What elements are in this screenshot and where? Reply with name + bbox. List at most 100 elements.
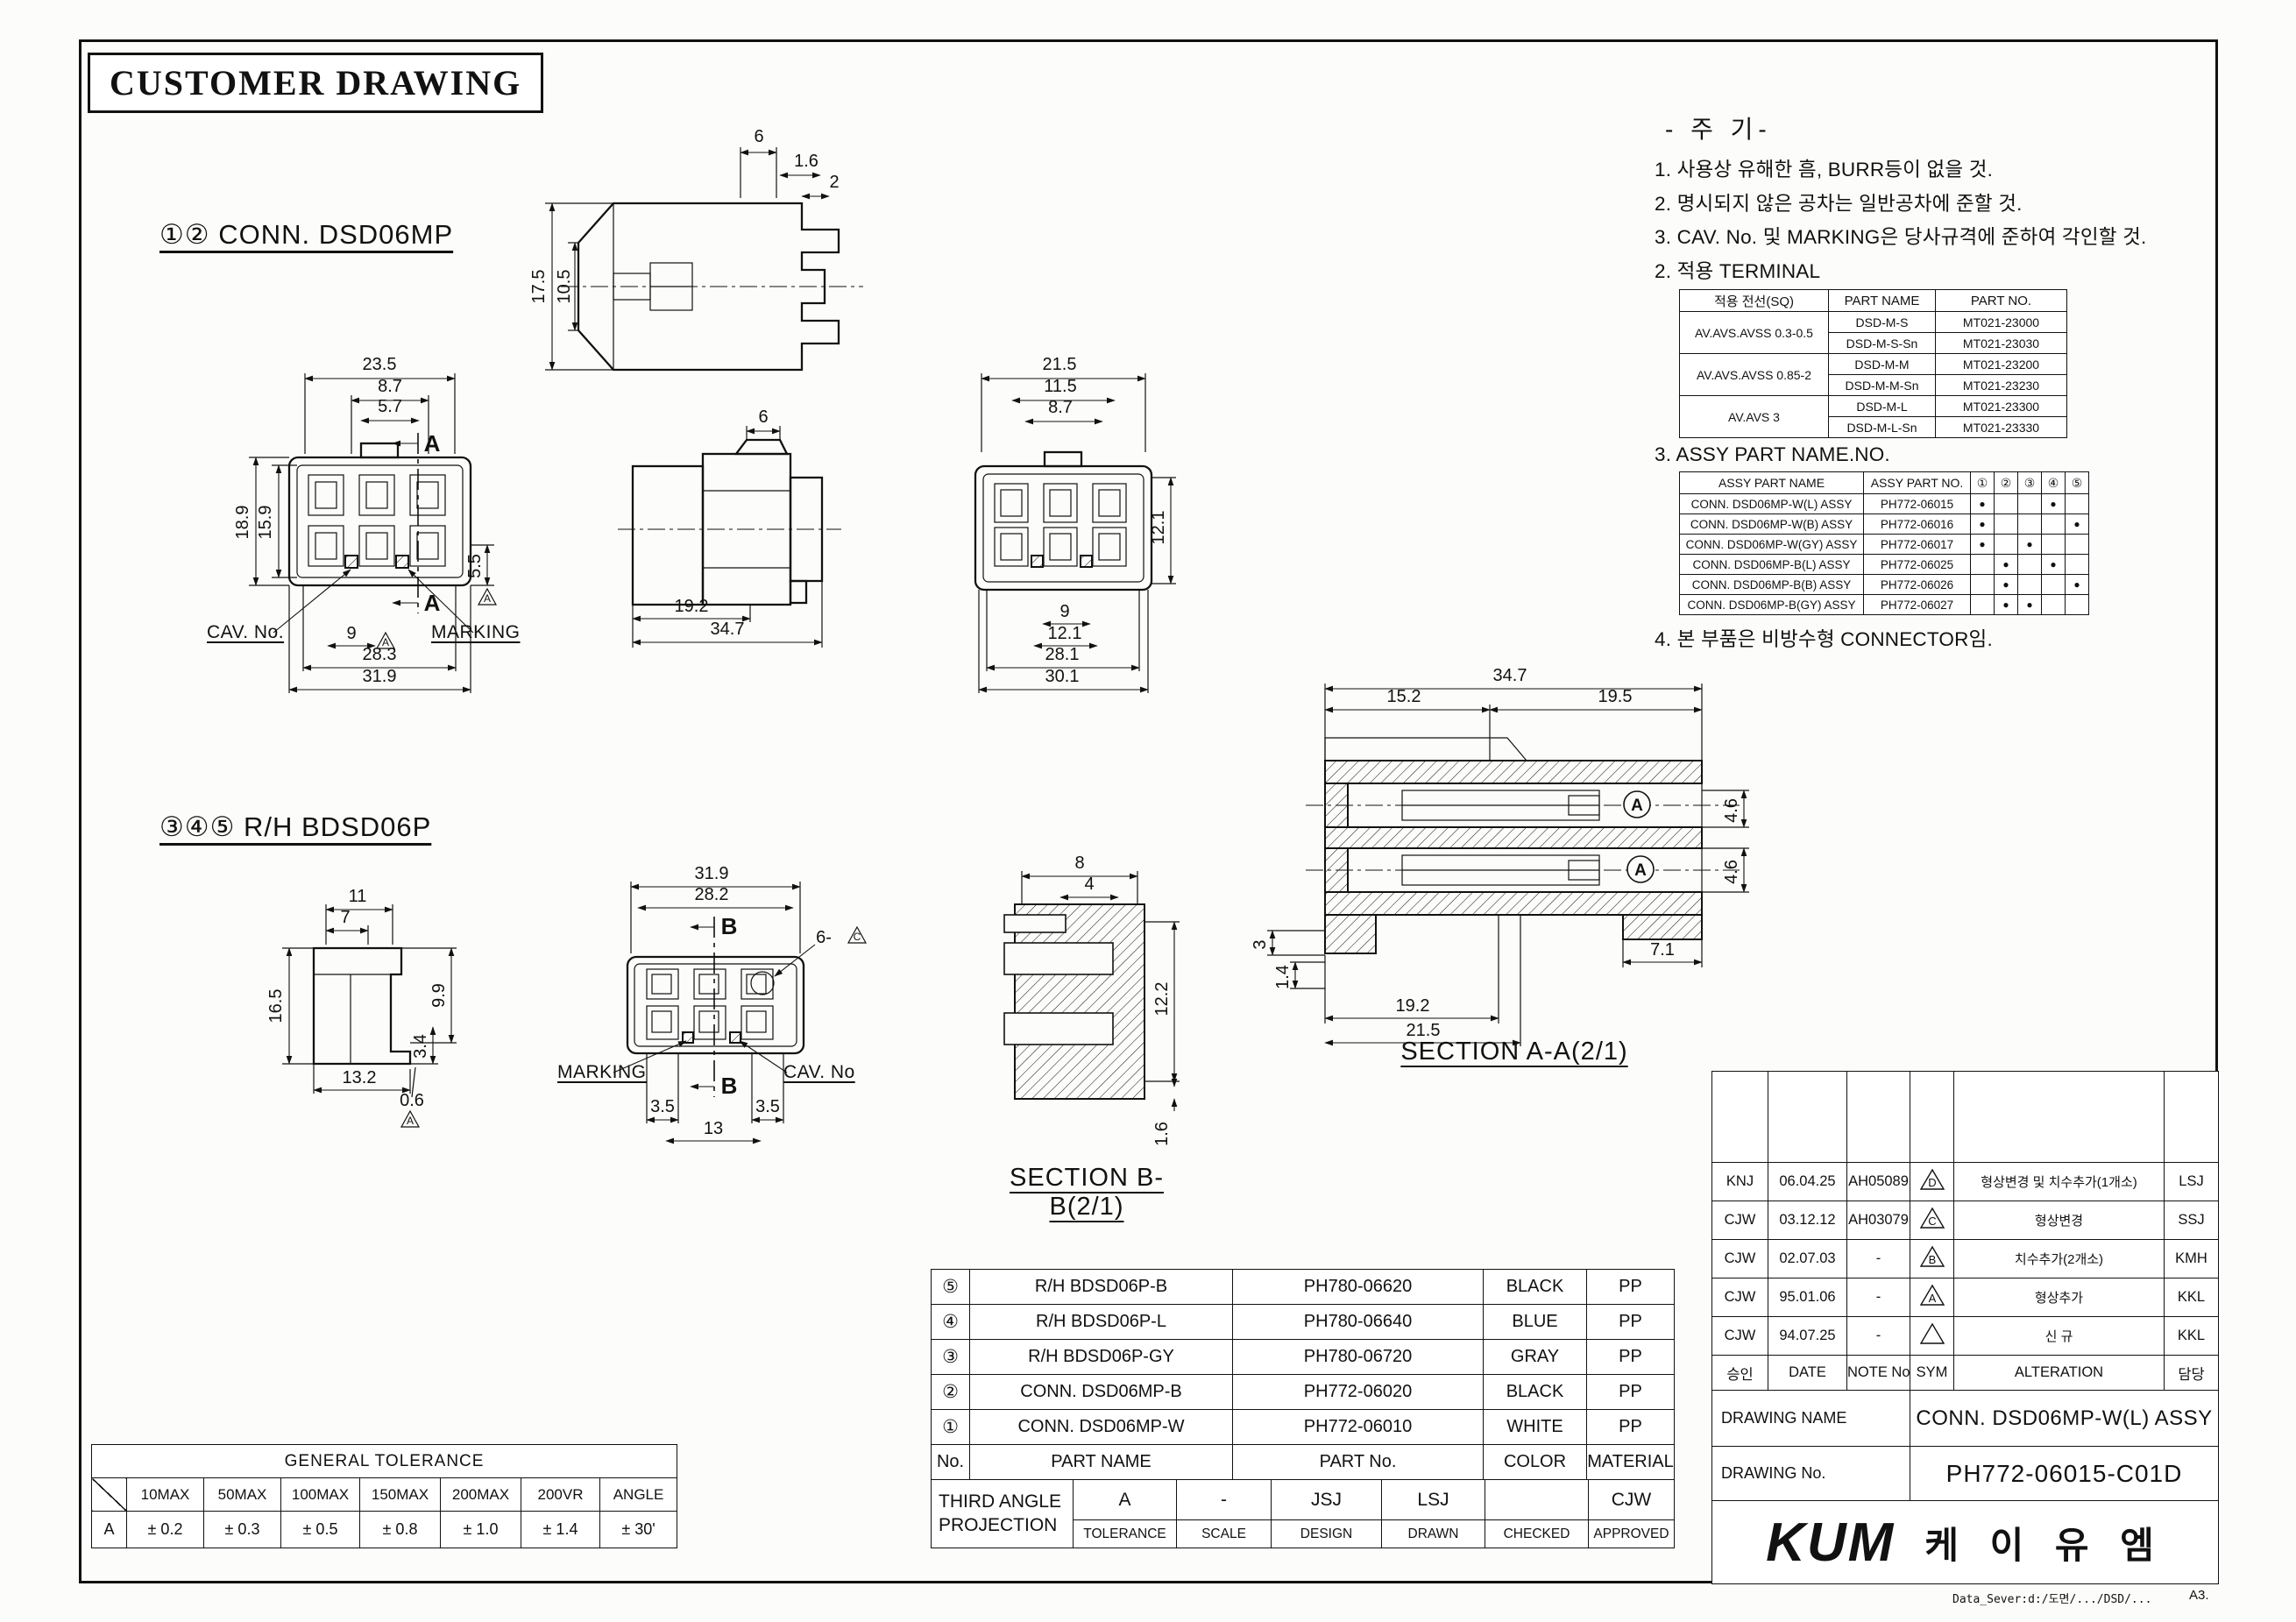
table-row: AV.AVS.AVSS 0.3-0.5 DSD-M-S MT021-23000 bbox=[1679, 311, 2067, 354]
cell-part-name: R/H BDSD06P-GY bbox=[969, 1339, 1233, 1375]
cell-assy-name: CONN. DSD06MP-B(L) ASSY bbox=[1679, 554, 1864, 575]
cell-mark bbox=[1970, 594, 1995, 615]
cell-responsible: SSJ bbox=[2164, 1201, 2219, 1240]
table-row: TOLERANCE SCALE DESIGN DRAWN CHECKED APP… bbox=[932, 1519, 1675, 1548]
note-terminal: 2. 적용 TERMINAL bbox=[1655, 260, 1821, 282]
cell-design: JSJ bbox=[1271, 1479, 1382, 1520]
cell-mark bbox=[2017, 554, 2042, 575]
note-1: 1. 사용상 유해한 흠, BURR등이 없을 것. bbox=[1655, 159, 1994, 181]
cell-empty bbox=[1768, 1071, 1847, 1163]
table-row: No. PART NAME PART No. COLOR MATERIAL bbox=[931, 1444, 1675, 1480]
drawing-no-value: PH772-06015-C01D bbox=[1910, 1446, 2219, 1501]
col-header-assy-no: ASSY PART NO. bbox=[1863, 471, 1971, 494]
cell-part-no: PH772-06020 bbox=[1232, 1374, 1484, 1410]
col-header-1: ① bbox=[1970, 471, 1995, 494]
cell-tol: ± 30' bbox=[599, 1511, 678, 1548]
cell-sym: C bbox=[1910, 1201, 1954, 1240]
kum-logo-korean: 케 이 유 엠 bbox=[1924, 1524, 2165, 1566]
label-scale: SCALE bbox=[1176, 1519, 1272, 1548]
cell-assy-name: CONN. DSD06MP-W(GY) ASSY bbox=[1679, 534, 1864, 555]
cell-responsible: KMH bbox=[2164, 1239, 2219, 1278]
drawing-border-frame bbox=[79, 39, 2218, 1583]
col-header-responsible: 담당 bbox=[2164, 1355, 2219, 1391]
cell-date: 94.07.25 bbox=[1768, 1316, 1847, 1356]
cell-mark: ● bbox=[1970, 514, 1995, 535]
cell-material: PP bbox=[1586, 1409, 1675, 1445]
col-header-2: ② bbox=[1994, 471, 2018, 494]
col-header-3: ③ bbox=[2017, 471, 2042, 494]
col-header-150max: 150MAX bbox=[359, 1477, 441, 1512]
cell-empty bbox=[1711, 1071, 1768, 1163]
notes-header: - 주 기- bbox=[1665, 116, 1772, 143]
table-row: KUM 케 이 유 엠 bbox=[1711, 1500, 2219, 1584]
table-row: AV.AVS.AVSS 0.85-2 DSD-M-M MT021-23200 bbox=[1679, 353, 2067, 396]
cell-responsible: KKL bbox=[2164, 1316, 2219, 1356]
table-row: ④ R/H BDSD06P-L PH780-06640 BLUE PP bbox=[931, 1304, 1675, 1340]
cell-mark: ● bbox=[2017, 534, 2042, 555]
terminal-table: 적용 전선(SQ) PART NAME PART NO. AV.AVS.AVSS… bbox=[1679, 289, 2067, 438]
label-checked: CHECKED bbox=[1485, 1519, 1589, 1548]
cell-date: 02.07.03 bbox=[1768, 1239, 1847, 1278]
cell-mark bbox=[1970, 554, 1995, 575]
col-header-part-no: PART No. bbox=[1232, 1444, 1484, 1480]
table-row: THIRD ANGLE PROJECTION A - JSJ LSJ CJW bbox=[931, 1479, 1675, 1548]
cell-part-no: MT021-23200 bbox=[1935, 353, 2067, 375]
revision-triangle-icon: D bbox=[1919, 1168, 1945, 1190]
sym-letter: D bbox=[1928, 1176, 1936, 1189]
table-row: CJW 02.07.03 - B 치수추가(2개소) KMH bbox=[1711, 1239, 2219, 1278]
cell-mark: ● bbox=[1994, 594, 2018, 615]
cell-responsible: KKL bbox=[2164, 1278, 2219, 1317]
logo-cell: KUM 케 이 유 엠 bbox=[1711, 1500, 2219, 1584]
cell-note-no: AH03079 bbox=[1846, 1201, 1910, 1240]
cell-part-no: PH772-06010 bbox=[1232, 1409, 1484, 1445]
cell-part-no: MT021-23030 bbox=[1935, 332, 2067, 354]
table-row: ① CONN. DSD06MP-W PH772-06010 WHITE PP bbox=[931, 1409, 1675, 1445]
table-row: CJW 03.12.12 AH03079 C 형상변경 SSJ bbox=[1711, 1201, 2219, 1240]
cell-tolerance-class: A bbox=[1073, 1479, 1177, 1520]
cell-note-no: AH05089 bbox=[1846, 1162, 1910, 1201]
cell-material: PP bbox=[1586, 1339, 1675, 1375]
table-row: 적용 전선(SQ) PART NAME PART NO. bbox=[1679, 289, 2067, 312]
cell-item-no: ⑤ bbox=[931, 1269, 970, 1305]
table-row: ③ R/H BDSD06P-GY PH780-06720 GRAY PP bbox=[931, 1339, 1675, 1375]
cell-assy-no: PH772-06025 bbox=[1863, 554, 1971, 575]
cell-item-no: ② bbox=[931, 1374, 970, 1410]
cell-mark: ● bbox=[1970, 493, 1995, 514]
cell-tol: ± 0.2 bbox=[126, 1511, 204, 1548]
cell-alteration: 치수추가(2개소) bbox=[1953, 1239, 2165, 1278]
view-label-rh: ③④⑤ R/H BDSD06P bbox=[159, 811, 432, 842]
cell-mark bbox=[2065, 534, 2089, 555]
table-row: AV.AVS 3 DSD-M-L MT021-23300 bbox=[1679, 395, 2067, 438]
cell-mark bbox=[2017, 514, 2042, 535]
tolerance-title: GENERAL TOLERANCE bbox=[90, 1444, 678, 1478]
col-header-wire: 적용 전선(SQ) bbox=[1679, 289, 1829, 312]
annotation-marking-1: MARKING bbox=[431, 622, 521, 642]
col-header-100max: 100MAX bbox=[280, 1477, 360, 1512]
col-header-part-name: PART NAME bbox=[969, 1444, 1233, 1480]
table-row: GENERAL TOLERANCE bbox=[90, 1444, 678, 1478]
cell-tol: ± 0.5 bbox=[280, 1511, 360, 1548]
cell-part-name: CONN. DSD06MP-W bbox=[969, 1409, 1233, 1445]
footer-file-path: Data_Sever:d:/도면/.../DSD/... bbox=[1952, 1593, 2152, 1606]
cell-part-no: MT021-23000 bbox=[1935, 311, 2067, 333]
label-tolerance: TOLERANCE bbox=[1073, 1519, 1177, 1548]
table-row: DSD-M-L-Sn MT021-23330 bbox=[1680, 416, 2067, 438]
cell-empty bbox=[1846, 1071, 1910, 1163]
cell-assy-name: CONN. DSD06MP-B(B) ASSY bbox=[1679, 574, 1864, 595]
cell-approved: CJW bbox=[1588, 1479, 1675, 1520]
sym-letter: C bbox=[1928, 1215, 1936, 1228]
tolerance-row-label: A bbox=[91, 1511, 127, 1548]
col-header-no: No. bbox=[931, 1444, 970, 1480]
cell-color: BLACK bbox=[1483, 1269, 1587, 1305]
cell-approver: KNJ bbox=[1711, 1162, 1768, 1201]
table-row: KNJ 06.04.25 AH05089 D 형상변경 및 치수추가(1개소) … bbox=[1711, 1162, 2219, 1201]
cell-assy-name: CONN. DSD06MP-W(B) ASSY bbox=[1679, 514, 1864, 535]
cell-note-no: - bbox=[1846, 1316, 1910, 1356]
cell-date: 95.01.06 bbox=[1768, 1278, 1847, 1317]
parts-table: ⑤ R/H BDSD06P-B PH780-06620 BLACK PP ④ R… bbox=[931, 1269, 1675, 1480]
col-header-part-name: PART NAME bbox=[1828, 289, 1936, 312]
cell-part-no: PH780-06620 bbox=[1232, 1269, 1484, 1305]
cell-mark: ● bbox=[1994, 574, 2018, 595]
cell-mark bbox=[2065, 594, 2089, 615]
cell-tol: ± 1.0 bbox=[440, 1511, 521, 1548]
